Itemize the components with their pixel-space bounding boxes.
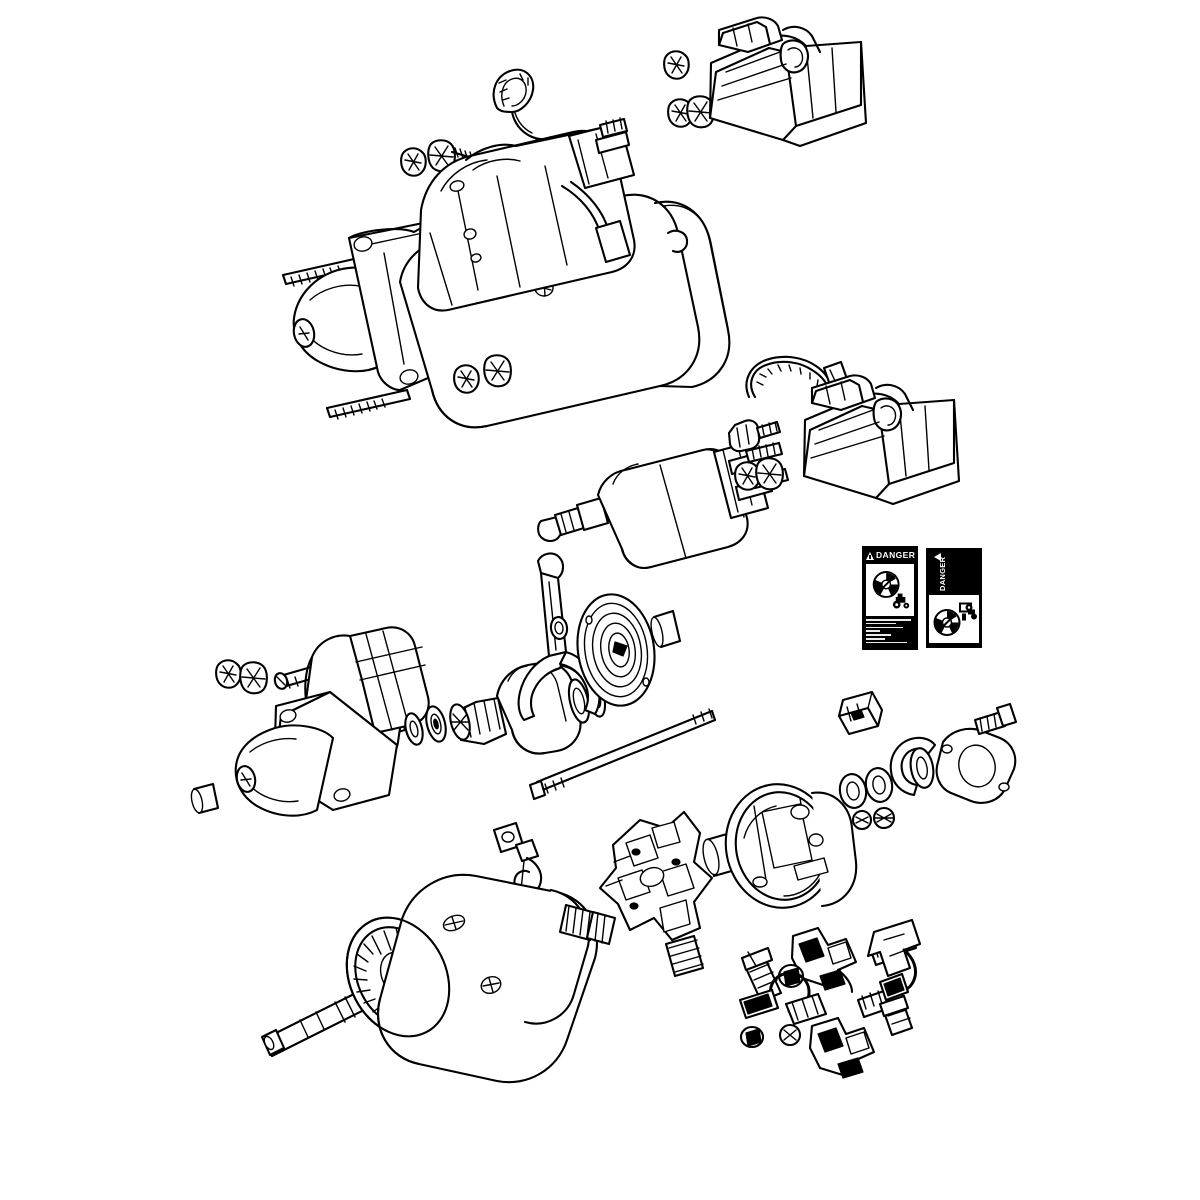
drive-end-nut-washer (215, 659, 268, 695)
warning-triangle-icon (934, 553, 941, 561)
assembly-solenoid-group (537, 355, 961, 569)
through-bolt (528, 708, 717, 801)
solenoid-fastener-details (449, 180, 482, 263)
field-frame-yoke (345, 873, 598, 1084)
drive-end-bushing (190, 782, 220, 815)
brush-with-lead-1 (738, 971, 828, 1049)
assembly-terminal-cover-upper (667, 16, 868, 148)
solenoid-top-mounted (416, 117, 636, 312)
brush-spring (664, 934, 705, 978)
assembly-brush-hardware-cluster (738, 918, 922, 1079)
danger-decal-side-header: DANGER (929, 551, 979, 595)
cable-tie-strap-icon (492, 68, 553, 141)
danger-decal-front-pictogram (866, 564, 914, 616)
solenoid-nut-washer (734, 457, 784, 491)
drive-thrust-washer-1 (404, 712, 424, 746)
brush-holder-2 (808, 1016, 876, 1079)
lock-washer-upper-right (663, 50, 690, 80)
commutator-end-housing (724, 783, 858, 909)
hardware-stud-upper-left (400, 139, 478, 177)
assembly-complete-starter (281, 50, 731, 429)
assembly-armature-group (260, 690, 1018, 1084)
brush-holder-plate (598, 810, 714, 942)
danger-decal-side-word: DANGER (938, 556, 947, 591)
drive-end-housing (234, 626, 430, 817)
danger-decal-front: DANGER (862, 546, 918, 650)
intermediate-bearing-plate (576, 593, 682, 707)
thrust-washer-shim-cluster (838, 736, 937, 831)
brush-lead-bracket (866, 918, 922, 1037)
hardware-nut-lower (453, 354, 512, 394)
danger-decal-side-pictogram (929, 595, 979, 643)
commutator-end (523, 888, 617, 1025)
pinion-drive-gear (449, 696, 508, 746)
mounting-stud-lower (325, 388, 412, 420)
danger-decal-front-header: DANGER (866, 550, 916, 561)
danger-decal-front-word: DANGER (876, 550, 916, 561)
danger-decal-side: DANGER (926, 548, 982, 648)
terminal-block-small (837, 690, 884, 736)
solenoid-terminal-cover (802, 374, 961, 506)
brush-holder-1 (790, 926, 858, 994)
bearing-cap-bracket (935, 702, 1018, 804)
solenoid-terminal-screw (727, 419, 782, 453)
terminal-cover-shield (708, 16, 868, 148)
warning-triangle-icon (866, 551, 874, 560)
drive-thrust-washer-2 (425, 705, 447, 743)
solenoid-body (596, 448, 749, 569)
assembly-drive-end-group (190, 552, 717, 817)
field-terminal-lug (492, 821, 543, 896)
danger-decal-front-body (866, 619, 914, 644)
terminal-cover-screw (667, 95, 715, 129)
solenoid-plunger-shaft (537, 496, 610, 543)
shift-fork-lever (517, 552, 601, 722)
